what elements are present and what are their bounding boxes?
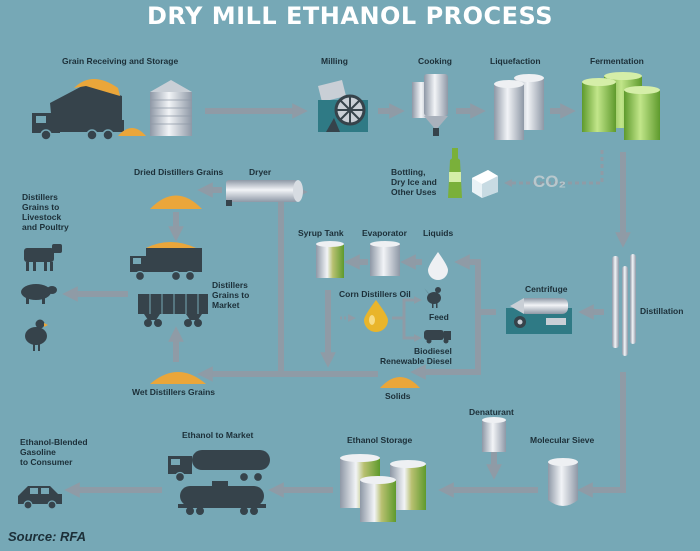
denaturant-tank-icon — [482, 417, 506, 452]
source-credit: Source: RFA — [8, 529, 87, 544]
label-dryer: Dryer — [249, 167, 272, 177]
label-liquids: Liquids — [423, 228, 454, 238]
biodiesel-truck-icon — [424, 330, 451, 344]
label-feed: Feed — [429, 312, 449, 322]
label-ethanol-storage: Ethanol Storage — [347, 435, 413, 445]
label-ethanol-to-market: Ethanol to Market — [182, 430, 254, 440]
label-distillation: Distillation — [640, 306, 684, 316]
label-centrifuge: Centrifuge — [525, 284, 568, 294]
grain-pile-icon — [150, 195, 420, 388]
dump-truck-icon — [32, 79, 146, 141]
label-cooking: Cooking — [418, 56, 452, 66]
bottle-icon — [448, 148, 462, 198]
label-solids: Solids — [385, 391, 411, 401]
arrow-centrifuge-to-liquids — [454, 254, 496, 315]
page-title: DRY MILL ETHANOL PROCESS — [146, 2, 554, 30]
dryer-icon — [226, 180, 303, 206]
arrow-wet-to-dryer — [278, 184, 308, 374]
car-icon — [18, 486, 62, 510]
label-biodiesel: Biodiesel Renewable Diesel — [380, 346, 452, 366]
label-syrup-tank: Syrup Tank — [298, 228, 344, 238]
fermentation-tanks-icon — [582, 72, 660, 140]
label-ethanol-blended: Ethanol-Blended Gasoline to Consumer — [20, 437, 88, 467]
cow-icon — [24, 244, 62, 271]
label-distillers-grains-livestock: Distillers Grains to Livestock and Poult… — [22, 192, 69, 232]
distillation-columns-icon — [612, 254, 636, 356]
chicken-icon — [20, 319, 48, 351]
label-distillers-grains-market: Distillers Grains to Market — [212, 280, 250, 310]
mill-icon — [318, 80, 368, 132]
label-evaporator: Evaporator — [362, 228, 407, 238]
label-grain-receiving: Grain Receiving and Storage — [62, 56, 179, 66]
label-liquefaction: Liquefaction — [490, 56, 541, 66]
liquefaction-tanks-icon — [494, 74, 544, 140]
grain-truck-icon — [130, 242, 202, 282]
oil-feed-arrows — [340, 296, 422, 342]
oil-drop-icon — [364, 300, 388, 332]
co2-dashed-arrow — [504, 150, 604, 187]
label-fermentation: Fermentation — [590, 56, 644, 66]
grain-bin-icon — [150, 80, 192, 136]
label-wet-distillers-grains: Wet Distillers Grains — [132, 387, 215, 397]
cooking-icon — [412, 74, 448, 136]
label-dried-distillers-grains: Dried Distillers Grains — [134, 167, 224, 177]
molecular-sieve-icon — [548, 458, 578, 506]
liquid-drop-icon — [428, 252, 448, 280]
label-molecular-sieve: Molecular Sieve — [530, 435, 595, 445]
syrup-tank-icon — [316, 241, 344, 278]
label-co2: CO₂ — [533, 172, 567, 191]
label-bottling: Bottling, Dry Ice and Other Uses — [391, 167, 437, 197]
pig-icon — [21, 284, 57, 304]
feed-chicken-icon — [424, 287, 441, 308]
label-milling: Milling — [321, 56, 348, 66]
arrow-distillation-to-sieve — [577, 372, 626, 498]
ethanol-storage-tanks-icon — [340, 454, 426, 522]
dry-ice-icon — [472, 170, 498, 198]
centrifuge-icon — [506, 298, 572, 334]
label-denaturant: Denaturant — [469, 407, 514, 417]
arrow-centrifuge-to-solids — [410, 312, 481, 380]
tanker-truck-icon — [168, 450, 270, 483]
label-corn-distillers-oil: Corn Distillers Oil — [339, 289, 411, 299]
hopper-railcar-icon — [138, 294, 208, 327]
tanker-railcar-icon — [178, 481, 266, 515]
evaporator-icon — [370, 241, 400, 276]
